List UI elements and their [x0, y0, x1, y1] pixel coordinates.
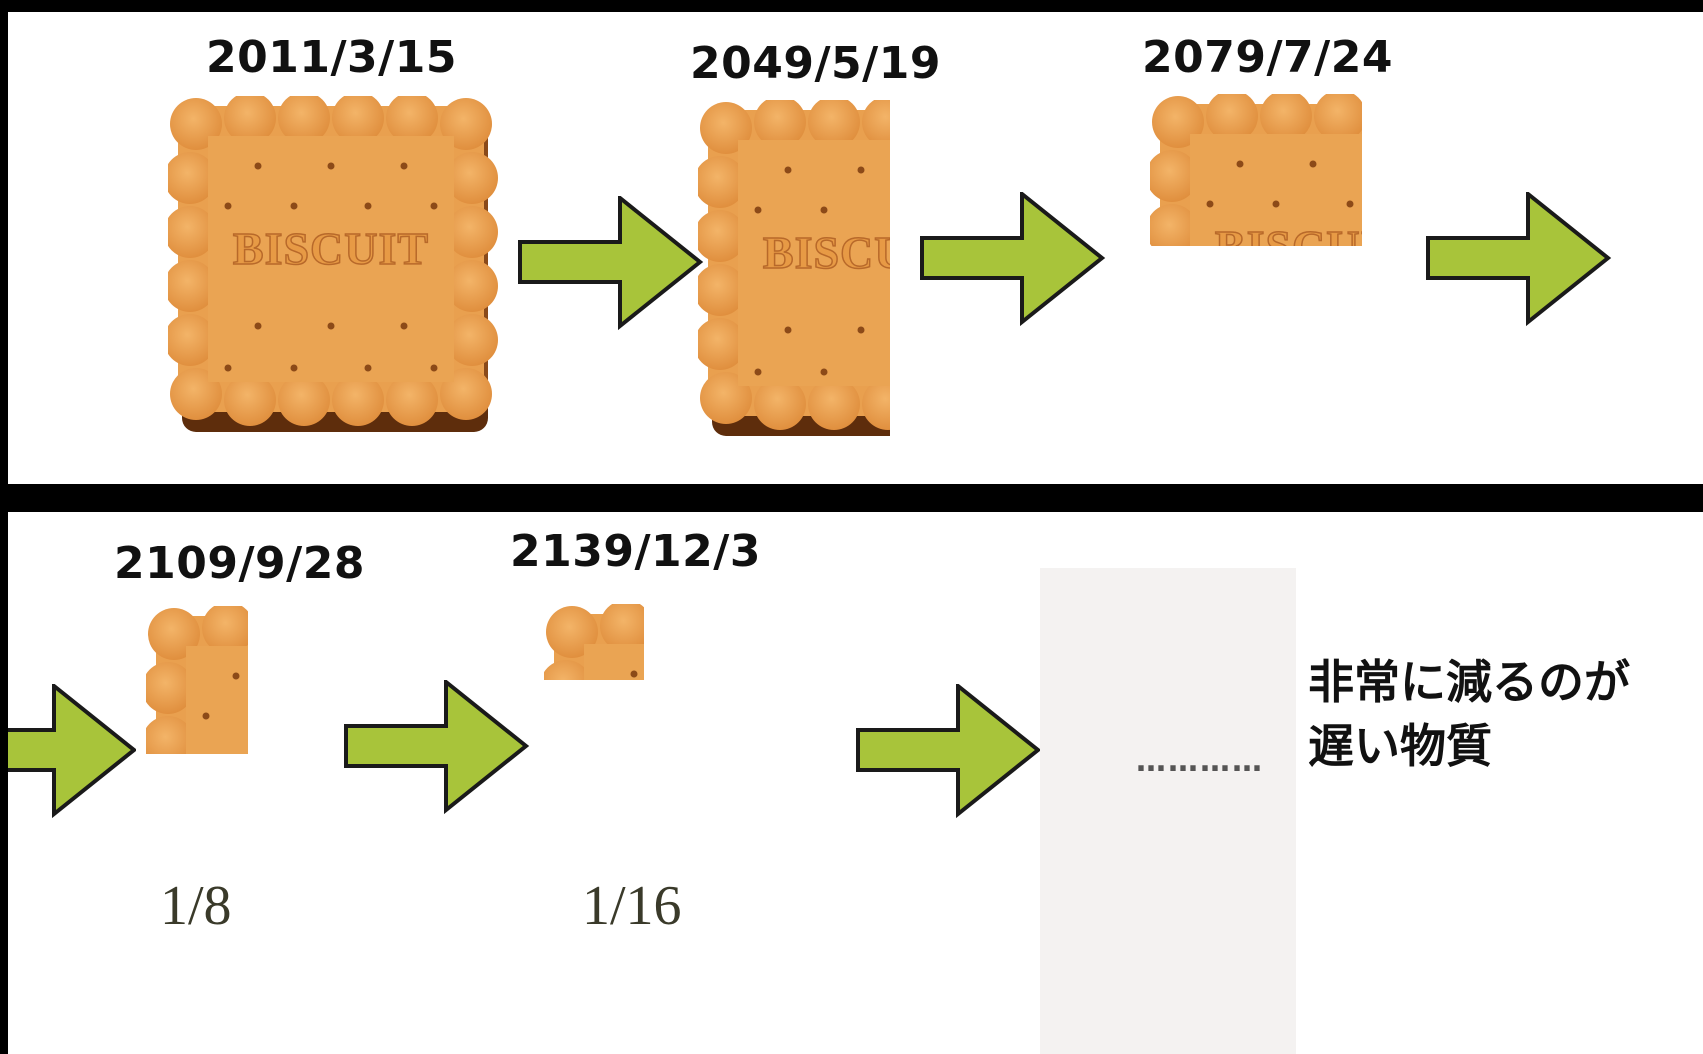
arrow-right-icon — [8, 684, 136, 824]
arrow-right-icon — [920, 192, 1108, 332]
biscuit-quarter: BISCUIT — [1150, 94, 1362, 246]
biscuit-full: BISCUIT — [168, 96, 508, 446]
timeline-panel-top: 2011/3/15 2049/5/19 2079/7/24 BISCUIT BI… — [8, 12, 1703, 484]
step-date-4: 2109/9/28 — [114, 538, 365, 589]
biscuit-half: BISCUIT — [698, 100, 890, 446]
step-date-3: 2079/7/24 — [1142, 32, 1393, 83]
biscuit-sixteenth — [544, 604, 644, 680]
step-date-2: 2049/5/19 — [690, 38, 941, 89]
biscuit-imprint: BISCUIT — [763, 227, 890, 278]
fraction-label-1-16: 1/16 — [582, 875, 682, 937]
empty-placeholder-block — [1040, 568, 1296, 1054]
biscuit-eighth — [146, 606, 248, 754]
arrow-right-icon — [518, 196, 706, 336]
note-line-2: 遅い物質 — [1308, 719, 1492, 773]
fraction-label-1-8: 1/8 — [160, 875, 232, 937]
arrow-right-icon — [344, 680, 532, 820]
timeline-panel-bottom: 2109/9/28 2139/12/3 ………… 非常に減るのが 遅い物質 1/… — [8, 512, 1703, 1054]
note-line-1: 非常に減るのが — [1308, 655, 1630, 709]
step-date-1: 2011/3/15 — [206, 32, 457, 83]
arrow-right-icon — [856, 684, 1044, 824]
biscuit-imprint: BISCUIT — [233, 223, 429, 274]
arrow-right-icon — [1426, 192, 1614, 332]
ellipsis: ………… — [1136, 744, 1264, 779]
step-date-5: 2139/12/3 — [510, 526, 761, 577]
biscuit-imprint: BISCUIT — [1215, 221, 1362, 246]
slow-decay-note: 非常に減るのが 遅い物質 — [1308, 650, 1630, 778]
